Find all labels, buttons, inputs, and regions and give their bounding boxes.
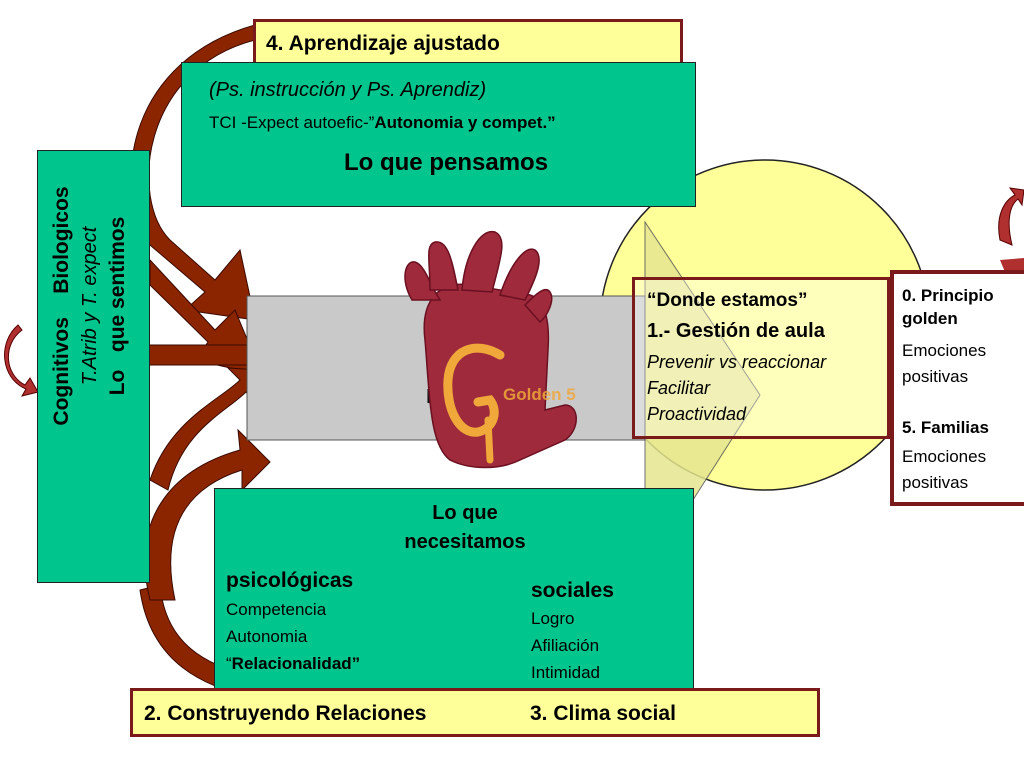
arc-arrow-bottom2	[144, 428, 271, 601]
center-box-line2: Lo	[472, 356, 498, 378]
bottom-left-item-2: Autonomia	[226, 627, 308, 646]
right-panel-title: “Donde estamos”	[647, 290, 808, 311]
small-curved-arrow-right	[998, 187, 1024, 246]
left-box-line3: Lo que sentimos	[106, 216, 129, 396]
top-box-line2-prefix: TCI -Expect autoefic-”	[209, 113, 375, 132]
left-box-line1: Cognitivos Biologicos	[50, 186, 73, 426]
top-header-label: 4. Aprendizaje ajustado	[266, 32, 500, 55]
left-box: Cognitivos Biologicos T.Atrib y T. expec…	[37, 150, 150, 583]
top-header-box: 4. Aprendizaje ajustado	[253, 19, 683, 67]
right-panel: “Donde estamos” 1.- Gestión de aula Prev…	[632, 277, 890, 439]
right-panel-item-3: Proactividad	[647, 404, 747, 424]
top-box-line2: TCI -Expect autoefic-”Autonomia y compet…	[209, 113, 556, 133]
small-curved-arrow-left	[4, 324, 39, 397]
bottom-bar-label-2: 3. Clima social	[530, 702, 676, 725]
bottom-left-item-3: “Relacionalidad”	[226, 654, 360, 674]
bottom-right-item-2: Afiliación	[531, 636, 600, 655]
bottom-right-heading: sociales	[531, 579, 614, 602]
bottom-left-heading: psicológicas	[226, 569, 354, 592]
left-box-line2: T.Atrib y T. expect	[79, 226, 101, 386]
bottom-left-item-3-bold: Relacionalidad”	[231, 654, 361, 673]
left-box-text: Cognitivos Biologicos T.Atrib y T. expec…	[48, 96, 132, 516]
far-right-heading-2: 5. Familias	[902, 418, 989, 437]
far-right-heading-1: 0. Principio golden	[902, 286, 994, 328]
bottom-box-title: Lo que necesitamos	[355, 499, 575, 557]
bottom-right-item-3: Intimidad	[531, 663, 600, 682]
right-panel-item-2: Facilitar	[647, 378, 711, 398]
bottom-box-title-line1: Lo que	[432, 502, 498, 524]
bottom-right-item-1: Logro	[531, 609, 575, 628]
right-panel-subtitle: 1.- Gestión de aula	[647, 320, 825, 342]
bottom-left-item-3-open: “	[226, 654, 232, 673]
top-box-title: Lo que pensamos	[344, 149, 549, 176]
far-right-text-2: Emociones positivas	[902, 447, 987, 492]
far-right-box: 0. Principio golden Emociones positivas …	[890, 270, 1024, 506]
top-box: (Ps. instrucción y Ps. Aprendiz) TCI -Ex…	[181, 62, 696, 207]
bottom-box: Lo que necesitamos psicológicas Competen…	[214, 488, 694, 695]
bottom-bar: 2. Construyendo Relaciones 3. Clima soci…	[130, 688, 820, 737]
bottom-left-item-1: Competencia	[226, 600, 327, 619]
center-box-line1: Atención	[442, 326, 528, 348]
right-panel-item-1: Prevenir vs reaccionar	[647, 352, 827, 372]
far-right-text-1: Emociones positivas	[902, 341, 987, 386]
top-box-line2-bold: Autonomia y compet.”	[374, 113, 556, 132]
top-box-line1: (Ps. instrucción y Ps. Aprendiz)	[209, 79, 487, 101]
bottom-bar-label-1: 2. Construyendo Relaciones	[144, 702, 427, 725]
hand-logo-text: Golden 5	[503, 385, 576, 404]
bottom-box-title-line2: necesitamos	[404, 531, 526, 553]
